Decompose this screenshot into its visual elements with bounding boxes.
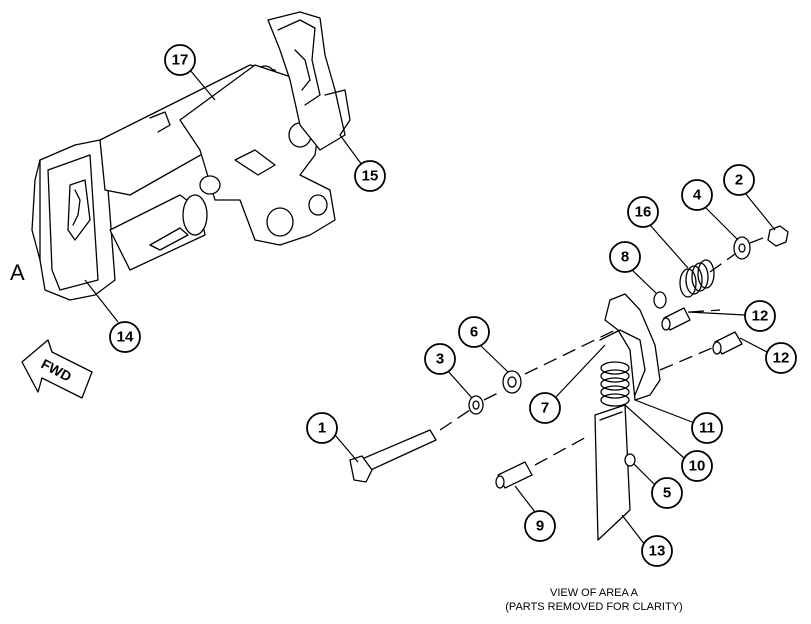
callout-15: 15 <box>362 168 379 185</box>
callout-12b: 12 <box>773 350 790 367</box>
callout-7: 7 <box>541 400 549 417</box>
callout-16: 16 <box>635 204 652 221</box>
callout-8: 8 <box>621 249 629 266</box>
callout-circle <box>627 196 659 228</box>
callout-circle <box>744 300 776 332</box>
callout-circle <box>164 44 196 76</box>
area-label: A <box>10 260 25 285</box>
callout-17: 17 <box>172 52 189 69</box>
callout-circle <box>524 510 556 542</box>
caption-title: VIEW OF AREA A <box>550 587 639 599</box>
callout-circle <box>723 164 755 196</box>
callout-4: 4 <box>693 187 702 204</box>
callout-circle <box>681 179 713 211</box>
callout-2: 2 <box>735 172 743 189</box>
main-assembly <box>31 11 351 301</box>
callout-circle <box>641 535 673 567</box>
fwd-arrow: FWD <box>21 339 93 399</box>
callout-9: 9 <box>536 518 544 535</box>
callout-circle <box>681 450 713 482</box>
callout-1: 1 <box>318 420 326 437</box>
exploded-parts <box>349 225 789 541</box>
callout-circle <box>651 477 683 509</box>
callout-circle <box>109 321 141 353</box>
callout-circle <box>529 392 561 424</box>
callout-12a: 12 <box>752 308 769 325</box>
callout-6: 6 <box>470 324 478 341</box>
callout-3: 3 <box>436 351 444 368</box>
callout-circle <box>458 316 490 348</box>
callout-circle <box>609 241 641 273</box>
caption-subtitle: (PARTS REMOVED FOR CLARITY) <box>505 601 682 613</box>
callout-13: 13 <box>649 543 666 560</box>
callouts: 17 15 14 1 2 3 4 5 6 7 <box>84 44 797 567</box>
callout-circle <box>424 343 456 375</box>
callout-circle <box>691 412 723 444</box>
callout-circle <box>354 160 386 192</box>
callout-circle <box>765 342 797 374</box>
callout-10: 10 <box>689 458 706 475</box>
callout-circle <box>306 412 338 444</box>
callout-5: 5 <box>663 485 671 502</box>
callout-14: 14 <box>117 329 134 346</box>
callout-11: 11 <box>699 420 715 437</box>
